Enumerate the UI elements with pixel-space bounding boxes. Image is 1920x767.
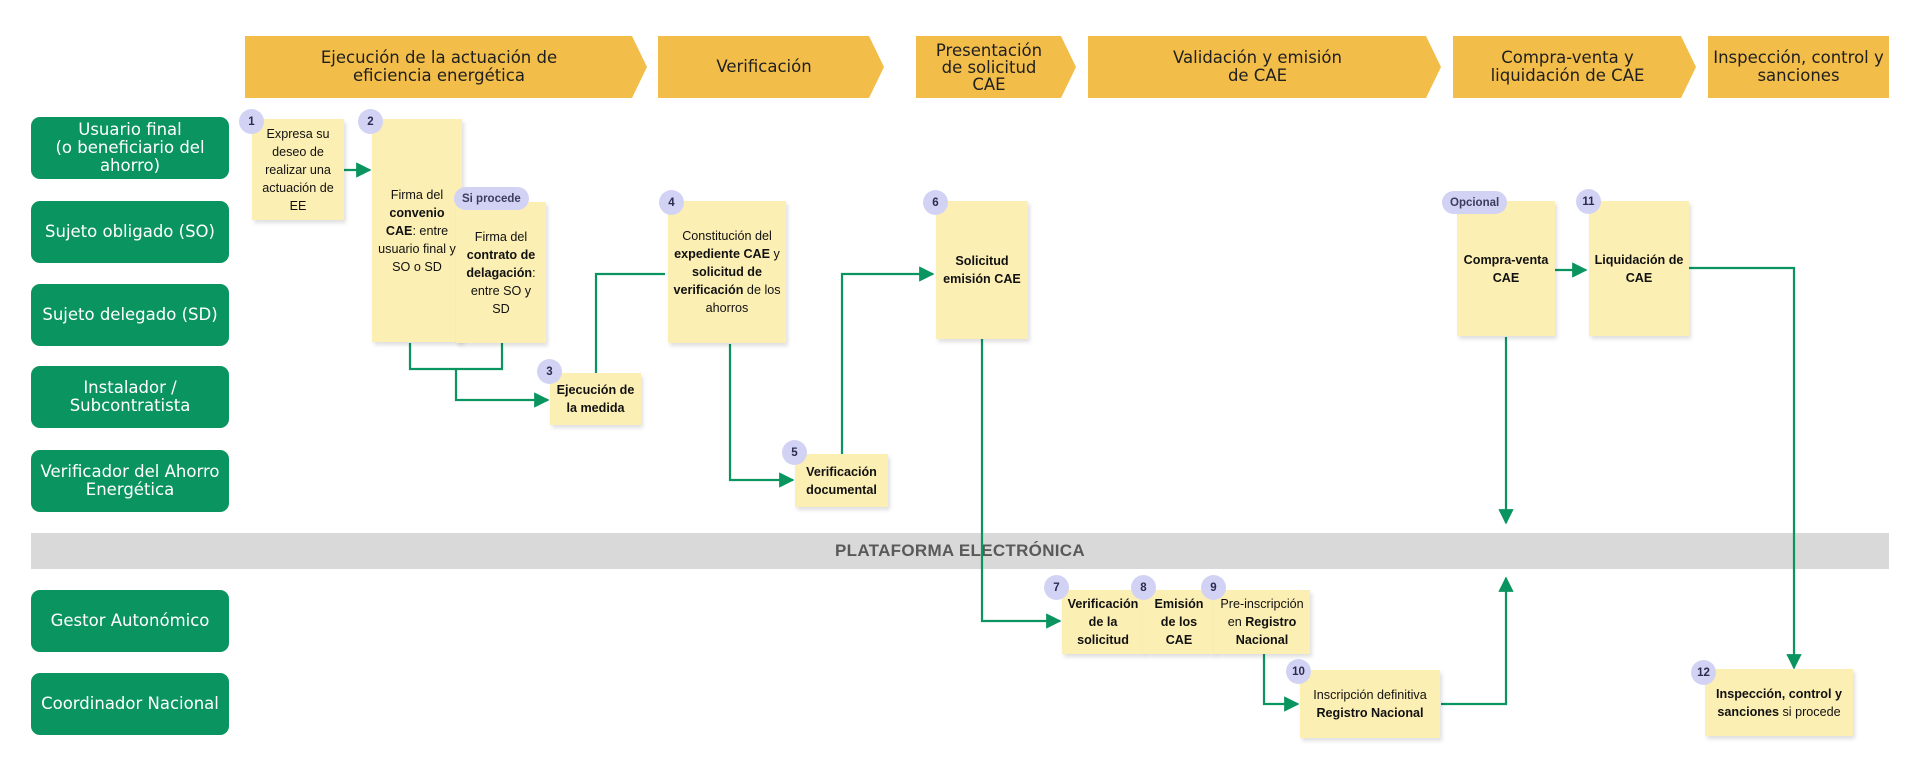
step-text: Expresa su deseo de realizar una actuaci… [262, 126, 334, 213]
step-compraventa-note: Compra-venta CAE [1457, 201, 1555, 336]
phase-presentacion: Presentación de solicitud CAE [916, 36, 1076, 98]
step-7-note: Verificación de la solicitud [1062, 590, 1144, 654]
step-4-note: Constitución del expediente CAE y solici… [668, 201, 786, 343]
phase-validacion: Validación y emisión de CAE [1088, 36, 1441, 98]
step-8-note: Emisión de los CAE [1143, 590, 1215, 654]
tag-si-procede: Si procede [454, 187, 529, 210]
lane-usuario-final: Usuario final (o beneficiario del ahorro… [31, 117, 229, 179]
step-text: Verificación documental [806, 464, 877, 497]
step-text: Firma del convenio CAE: entre usuario fi… [378, 187, 456, 274]
step-5-note: Verificación documental [795, 454, 888, 507]
step-badge-10: 10 [1286, 659, 1311, 684]
step-6-note: Solicitud emisión CAE [936, 201, 1028, 339]
step-12-note: Inspección, control y sanciones si proce… [1705, 669, 1853, 736]
step-badge-4: 4 [659, 190, 684, 215]
step-9-note: Pre-inscripción en Registro Nacional [1214, 590, 1310, 654]
platform-label: PLATAFORMA ELECTRÓNICA [835, 541, 1085, 560]
phase-ejecucion: Ejecución de la actuación de eficiencia … [245, 36, 647, 98]
step-badge-3: 3 [537, 359, 562, 384]
step-badge-1: 1 [239, 109, 264, 134]
lane-sujeto-delegado: Sujeto delegado (SD) [31, 284, 229, 346]
step-badge-5: 5 [782, 440, 807, 465]
lane-instalador: Instalador / Subcontratista [31, 366, 229, 428]
step-1-note: Expresa su deseo de realizar una actuaci… [252, 119, 344, 220]
step-text: Ejecución de la medida [556, 383, 635, 415]
step-11-note: Liquidación de CAE [1589, 201, 1689, 336]
step-text: Firma del contrato de delagación: entre … [466, 229, 536, 316]
step-text: Inscripción definitiva Registro Nacional [1313, 688, 1427, 720]
step-badge-7: 7 [1044, 575, 1069, 600]
step-3-note: Ejecución de la medida [550, 373, 641, 425]
step-text: Liquidación de CAE [1594, 252, 1684, 285]
step-2-note: Firma del convenio CAE: entre usuario fi… [372, 119, 462, 342]
phase-inspeccion: Inspección, control y sanciones [1708, 36, 1889, 98]
lane-gestor-autonomico: Gestor Autonómico [31, 590, 229, 652]
step-text: Solicitud emisión CAE [943, 254, 1021, 286]
step-badge-6: 6 [923, 190, 948, 215]
arrow-6-to-7 [980, 339, 1062, 629]
lane-coordinador-nacional: Coordinador Nacional [31, 673, 229, 735]
arrow-5-to-6 [840, 266, 935, 454]
arrow-to-3 [454, 369, 550, 408]
lane-sujeto-obligado: Sujeto obligado (SO) [31, 201, 229, 263]
step-text: Emisión de los CAE [1154, 597, 1204, 647]
step-text: Compra-venta CAE [1463, 252, 1549, 285]
phase-compraventa: Compra-venta y liquidación de CAE [1453, 36, 1696, 98]
step-badge-2: 2 [358, 109, 383, 134]
arrow-4-to-5 [728, 344, 795, 488]
phase-verificacion: Verificación [658, 36, 884, 98]
arrow-11-to-12 [1689, 266, 1802, 670]
step-text: Constitución del expediente CAE y solici… [673, 229, 781, 315]
step-text: Pre-inscripción en Registro Nacional [1220, 597, 1304, 647]
arrow-2-sd-bracket [408, 343, 504, 371]
step-badge-8: 8 [1131, 575, 1156, 600]
arrow-9-to-10 [1262, 654, 1300, 712]
step-delegacion-note: Firma del contrato de delagación: entre … [456, 202, 546, 343]
platform-band: PLATAFORMA ELECTRÓNICA [31, 533, 1889, 569]
lane-verificador: Verificador del Ahorro Energética [31, 450, 229, 512]
tag-opcional: Opcional [1442, 191, 1508, 214]
step-text: Inspección, control y sanciones si proce… [1716, 686, 1842, 719]
step-badge-9: 9 [1201, 575, 1226, 600]
step-10-note: Inscripción definitiva Registro Nacional [1300, 670, 1440, 738]
arrow-3-to-4 [594, 272, 665, 384]
step-badge-12: 12 [1691, 660, 1716, 685]
step-badge-11: 11 [1576, 189, 1601, 214]
arrow-10-to-compraventa [1441, 576, 1514, 706]
step-text: Verificación de la solicitud [1067, 597, 1139, 647]
